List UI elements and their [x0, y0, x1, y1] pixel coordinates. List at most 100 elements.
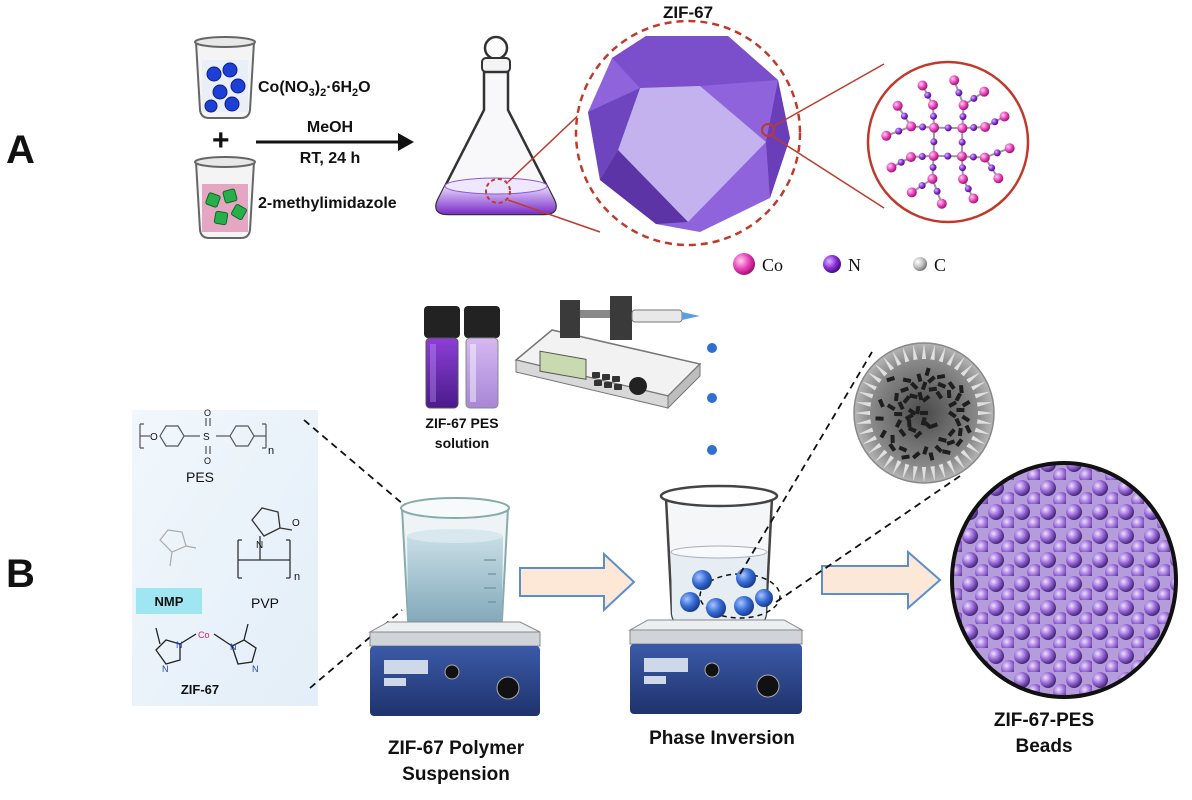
- framework-co-atom: [979, 86, 990, 97]
- beads-label-line1: ZIF-67-PES: [994, 710, 1094, 731]
- ligand-label: 2-methylimidazole: [258, 195, 397, 212]
- sphere-pore: [947, 381, 956, 390]
- sphere-pore: [955, 438, 964, 448]
- sphere-spike: [856, 410, 871, 416]
- sphere-spike: [857, 391, 874, 399]
- framework-co-atom: [892, 100, 903, 111]
- beaker-ligand: [194, 156, 256, 239]
- syringe-pump: [514, 296, 702, 410]
- pes-oxygen-bottom: O: [204, 456, 211, 466]
- sphere-pore: [954, 392, 962, 402]
- reaction-arrow: [256, 133, 414, 151]
- sphere-pore: [923, 420, 933, 430]
- sphere-spike: [892, 460, 902, 476]
- sphere-spike: [953, 356, 966, 371]
- chemistry-panel: [132, 410, 318, 706]
- sphere-spike: [946, 460, 956, 476]
- pvp-repeat: n: [294, 571, 300, 583]
- sphere-pore: [888, 442, 897, 452]
- sphere-pore: [934, 444, 943, 454]
- framework-co-atom: [927, 99, 938, 110]
- sphere-pore: [937, 381, 947, 389]
- inversion-label: Phase Inversion: [649, 728, 795, 749]
- framework-n-atom: [993, 149, 1001, 157]
- framework-n-atom: [988, 164, 996, 172]
- sphere-pore: [901, 454, 910, 460]
- legend-co-label: Co: [762, 255, 783, 275]
- framework-co-atom: [917, 80, 928, 91]
- sphere-spike: [856, 402, 872, 407]
- sphere-spike: [971, 435, 987, 445]
- beaker-cobalt-salt: [194, 36, 256, 119]
- vial-label-line1: ZIF-67 PES: [425, 415, 498, 431]
- sphere-pore: [913, 430, 923, 439]
- sphere-spike: [913, 345, 918, 361]
- sphere-pore: [924, 367, 931, 377]
- sphere-pore: [942, 449, 951, 455]
- framework-co-atom: [999, 111, 1010, 122]
- atom-legend: Co N C: [733, 253, 946, 275]
- framework-co-atom: [968, 193, 979, 204]
- sphere-spike: [966, 371, 981, 384]
- sphere-pore: [906, 419, 912, 428]
- beads-photo: [950, 461, 1178, 699]
- framework-co-atom: [956, 151, 967, 162]
- sphere-pore: [897, 401, 905, 411]
- framework-co-atom: [980, 121, 991, 132]
- legend-n-marker: [823, 255, 841, 273]
- framework-n-atom: [991, 118, 999, 126]
- sphere-pore: [909, 393, 918, 400]
- framework-co-atom: [993, 173, 1004, 184]
- vial-dark: [424, 306, 460, 409]
- sphere-pore: [907, 408, 917, 416]
- zif-structure-label: ZIF-67: [181, 682, 219, 697]
- magnetic-stirrer-1: [368, 621, 541, 716]
- framework-co-atom: [928, 150, 939, 161]
- framework-co-atom: [929, 122, 940, 133]
- sphere-pore: [961, 399, 971, 408]
- sphere-pore: [929, 422, 939, 429]
- callout-line: [771, 135, 885, 209]
- sphere-spike: [977, 410, 992, 416]
- framework-lattice: [881, 75, 1015, 209]
- framework-co-atom: [906, 187, 917, 198]
- callout-line: [775, 475, 961, 603]
- sphere-pore: [946, 389, 952, 399]
- pvp-nitrogen: N: [256, 540, 263, 551]
- framework-n-atom: [924, 91, 932, 99]
- nmp-label: NMP: [155, 594, 184, 609]
- sphere-pore: [961, 414, 971, 423]
- sphere-spike: [861, 435, 877, 445]
- solvent-label: MeOH: [307, 119, 353, 136]
- legend-c-label: C: [934, 255, 946, 275]
- sphere-spike: [861, 381, 877, 391]
- legend-n-label: N: [848, 255, 861, 275]
- conditions-label: RT, 24 h: [300, 150, 360, 167]
- sphere-spike: [867, 371, 882, 384]
- framework-co-atom: [957, 123, 968, 134]
- sphere-spike: [971, 381, 987, 391]
- sphere-spike: [930, 345, 935, 361]
- sphere-pore: [898, 428, 907, 438]
- sphere-pore: [947, 410, 957, 419]
- sphere-pore: [947, 428, 956, 438]
- framework-co-atom: [958, 174, 969, 185]
- sphere-spike: [976, 402, 992, 407]
- sphere-pore: [907, 426, 917, 434]
- sphere-spike: [913, 465, 918, 481]
- zif-cobalt-atom: Co: [198, 630, 210, 640]
- process-arrow-2: [821, 549, 942, 611]
- sphere-pore: [898, 445, 908, 453]
- porous-bead-sphere: [853, 342, 995, 484]
- framework-co-atom: [927, 173, 938, 184]
- framework-n-atom: [900, 112, 908, 120]
- suspension-label-line1: ZIF-67 Polymer: [388, 738, 525, 759]
- pvp-label: PVP: [251, 595, 279, 611]
- zif-nitrogen-atom: N: [162, 664, 169, 674]
- callout-line: [303, 419, 411, 511]
- legend-c-marker: [913, 257, 927, 271]
- sphere-spike: [892, 350, 902, 366]
- sphere-pore: [954, 417, 962, 427]
- zif-nitrogen-atom: N: [252, 664, 259, 674]
- legend-co-marker: [733, 253, 755, 275]
